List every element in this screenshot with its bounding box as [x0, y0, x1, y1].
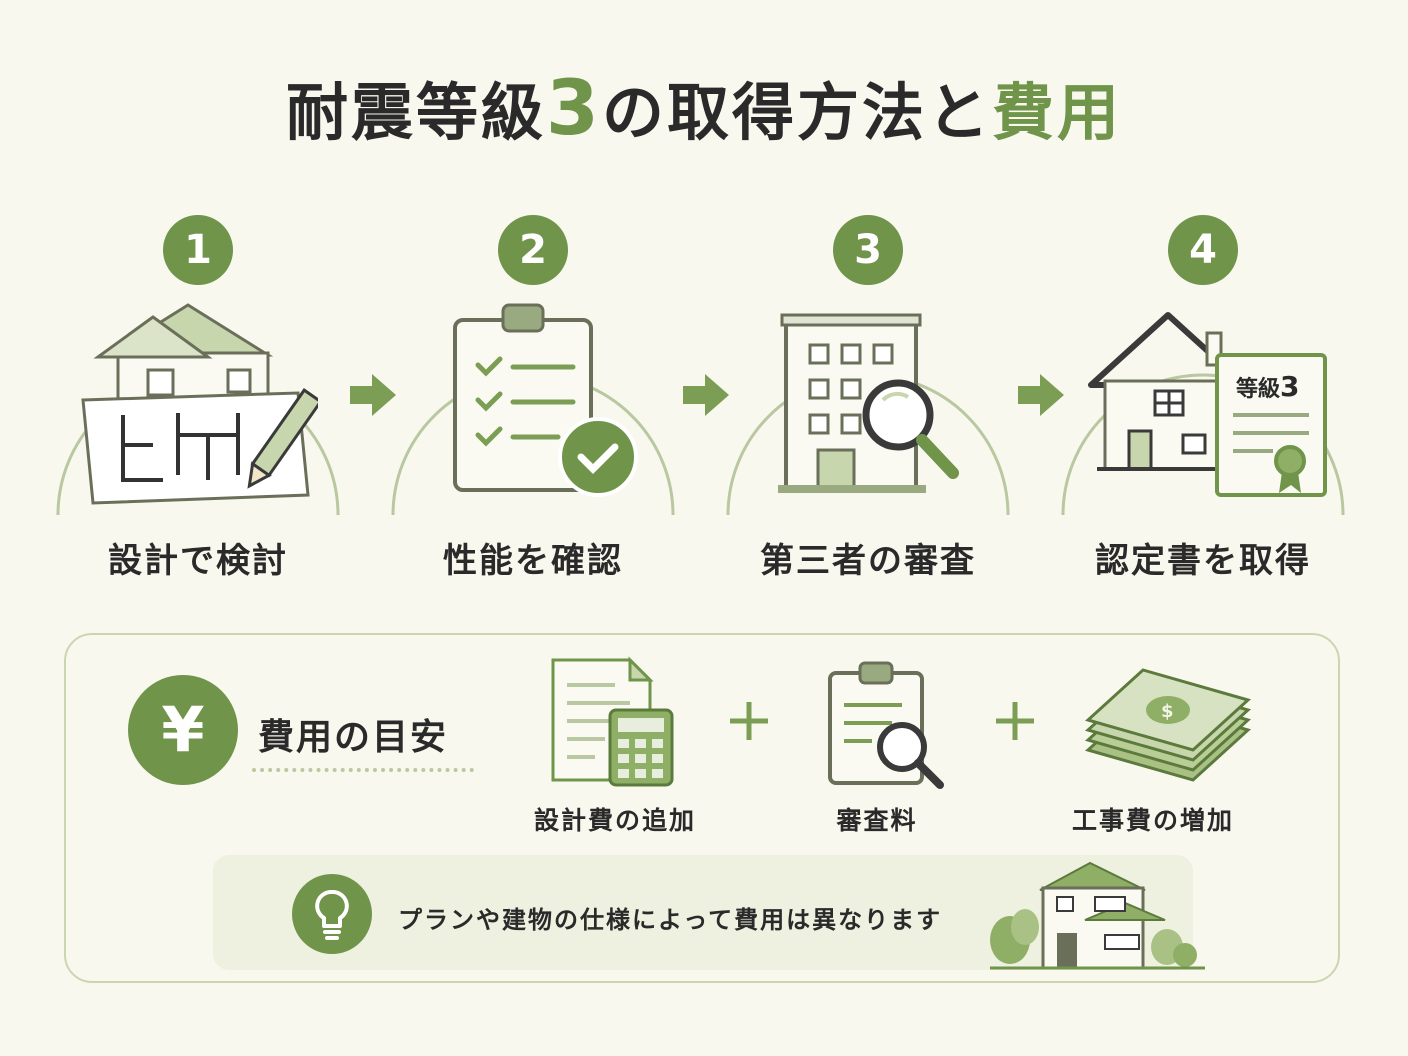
house-with-trees-icon	[990, 861, 1205, 970]
certificate-grade: 3	[1280, 370, 1300, 403]
svg-text:$: $	[1161, 701, 1174, 722]
title-part3: 費用	[991, 76, 1122, 149]
cost-item-label: 設計費の追加	[533, 806, 696, 835]
document-calculator-icon	[551, 656, 674, 787]
clipboard-check-icon	[453, 303, 638, 497]
lightbulb-icon	[292, 874, 372, 954]
house-blueprint-icon	[81, 303, 318, 505]
cost-item-label: 審査料	[836, 806, 918, 835]
step-number: 4	[1168, 215, 1238, 285]
cost-panel	[64, 633, 1340, 983]
building-magnifier-icon	[778, 313, 959, 493]
arrow-right-icon	[350, 374, 396, 416]
step-4: 4 等級3 認定書を取得	[1053, 215, 1353, 595]
arrow-right-icon	[683, 374, 729, 416]
step-number: 1	[163, 215, 233, 285]
title-part1: 耐震等級	[286, 76, 547, 149]
step-arc	[1061, 373, 1345, 516]
step-label: 第三者の審査	[760, 541, 976, 581]
cost-item-construction: $ 工事費の増加	[1043, 655, 1263, 845]
dotted-divider	[252, 768, 474, 772]
title-number: 3	[546, 63, 602, 152]
step-label: 認定書を取得	[1095, 541, 1311, 581]
page-title: 耐震等級3の取得方法と費用	[0, 62, 1408, 152]
money-stack-icon: $	[1084, 668, 1252, 782]
title-part2: の取得方法と	[601, 76, 992, 149]
cost-item-review: 審査料	[767, 655, 987, 845]
house-certificate-icon	[1088, 312, 1327, 497]
step-1: 1 設計で検討	[48, 215, 348, 595]
yen-icon: ¥	[128, 675, 238, 785]
cost-item-label: 工事費の増加	[1071, 806, 1234, 835]
cost-title: 費用の目安	[258, 717, 449, 758]
arrow-right-icon	[1018, 374, 1064, 416]
step-label: 設計で検討	[108, 541, 288, 581]
step-number: 2	[498, 215, 568, 285]
certificate-text: 等級	[1236, 377, 1281, 402]
step-2: 2 性能を確認	[383, 215, 683, 595]
step-label: 性能を確認	[443, 541, 623, 581]
step-3: 3 第三者の審査	[718, 215, 1018, 595]
certificate-title: 等級3	[1236, 370, 1300, 403]
cost-item-design: 設計費の追加	[505, 655, 725, 845]
step-number: 3	[833, 215, 903, 285]
clipboard-magnifier-icon	[828, 661, 944, 789]
plus-icon	[730, 702, 768, 740]
note-text: プランや建物の仕様によって費用は異なります	[398, 906, 943, 934]
plus-icon	[996, 702, 1034, 740]
